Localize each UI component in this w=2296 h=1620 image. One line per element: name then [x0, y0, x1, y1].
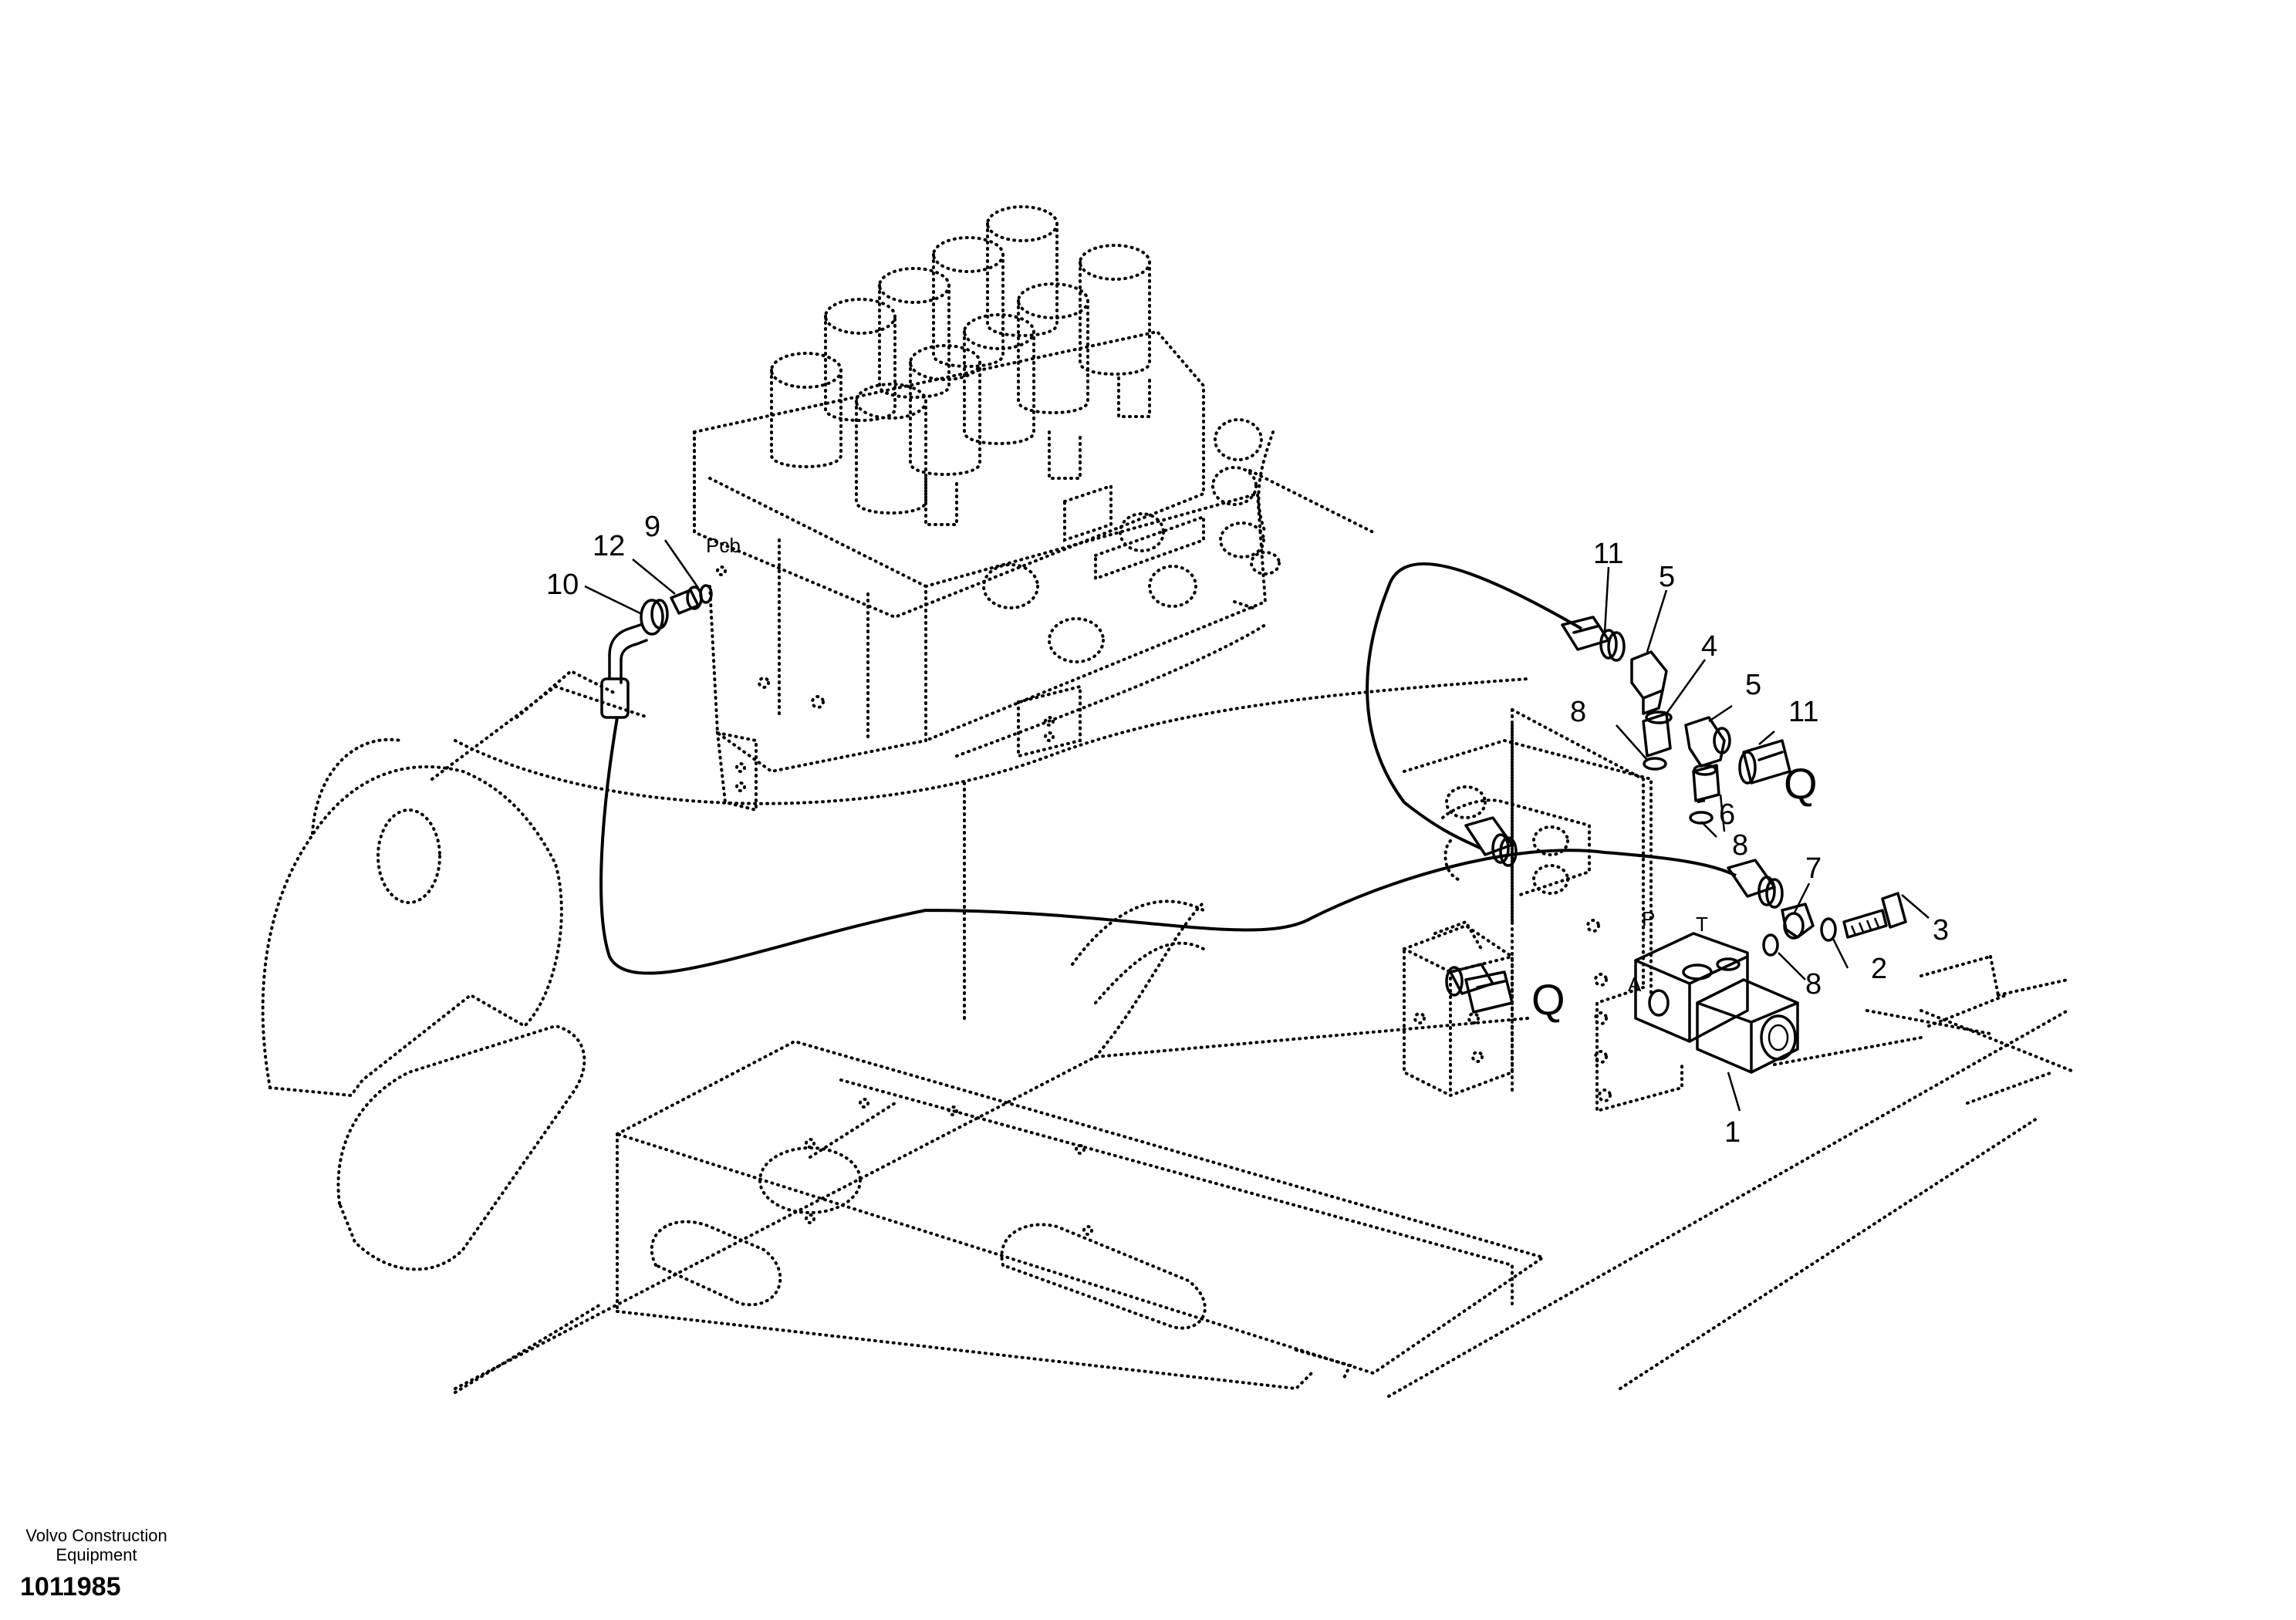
callout-6: 6 — [1719, 798, 1735, 831]
callout-11-upper: 11 — [1593, 538, 1623, 570]
callout-8-lower: 8 — [1805, 968, 1822, 1001]
callout-11-right: 11 — [1788, 696, 1818, 728]
callout-9: 9 — [644, 511, 660, 543]
fittings — [670, 565, 1907, 1014]
callout-1: 1 — [1724, 1116, 1741, 1149]
leader-lines — [584, 539, 1930, 1112]
part-number: 1011985 — [20, 1572, 121, 1601]
callout-4: 4 — [1701, 630, 1717, 663]
callout-8-middle: 8 — [1732, 829, 1748, 862]
hose-lines — [599, 562, 1737, 975]
control-valve-block — [693, 205, 1375, 812]
port-label-pcb: Pcb — [706, 534, 741, 557]
port-label-t: T — [1696, 913, 1708, 936]
port-label-q-upper: Q — [1784, 759, 1818, 808]
port-label-a: A — [1628, 973, 1642, 996]
frame-structure — [261, 669, 2077, 1398]
solenoid-valve — [1634, 932, 1799, 1074]
callout-10: 10 — [546, 569, 579, 601]
callout-5-right: 5 — [1745, 669, 1761, 701]
brand-line-1: Volvo Construction — [25, 1526, 167, 1545]
port-label-p: P — [1642, 907, 1655, 930]
mounting-plate — [1403, 708, 1683, 1113]
callout-12: 12 — [593, 530, 625, 562]
callout-7: 7 — [1805, 852, 1822, 885]
brand-line-2: Equipment — [56, 1545, 137, 1564]
callout-5-upper: 5 — [1659, 561, 1675, 593]
solenoid-cylinders — [770, 205, 1151, 515]
callout-8-upper: 8 — [1570, 696, 1586, 728]
brand-label: Volvo Construction Equipment — [15, 1526, 177, 1564]
callout-2: 2 — [1871, 953, 1887, 985]
callout-3: 3 — [1933, 914, 1949, 947]
port-label-q-lower: Q — [1531, 975, 1565, 1024]
callouts: 10 12 9 Pcb 11 5 4 5 11 8 Q 6 8 7 3 2 8 … — [546, 511, 1949, 1149]
